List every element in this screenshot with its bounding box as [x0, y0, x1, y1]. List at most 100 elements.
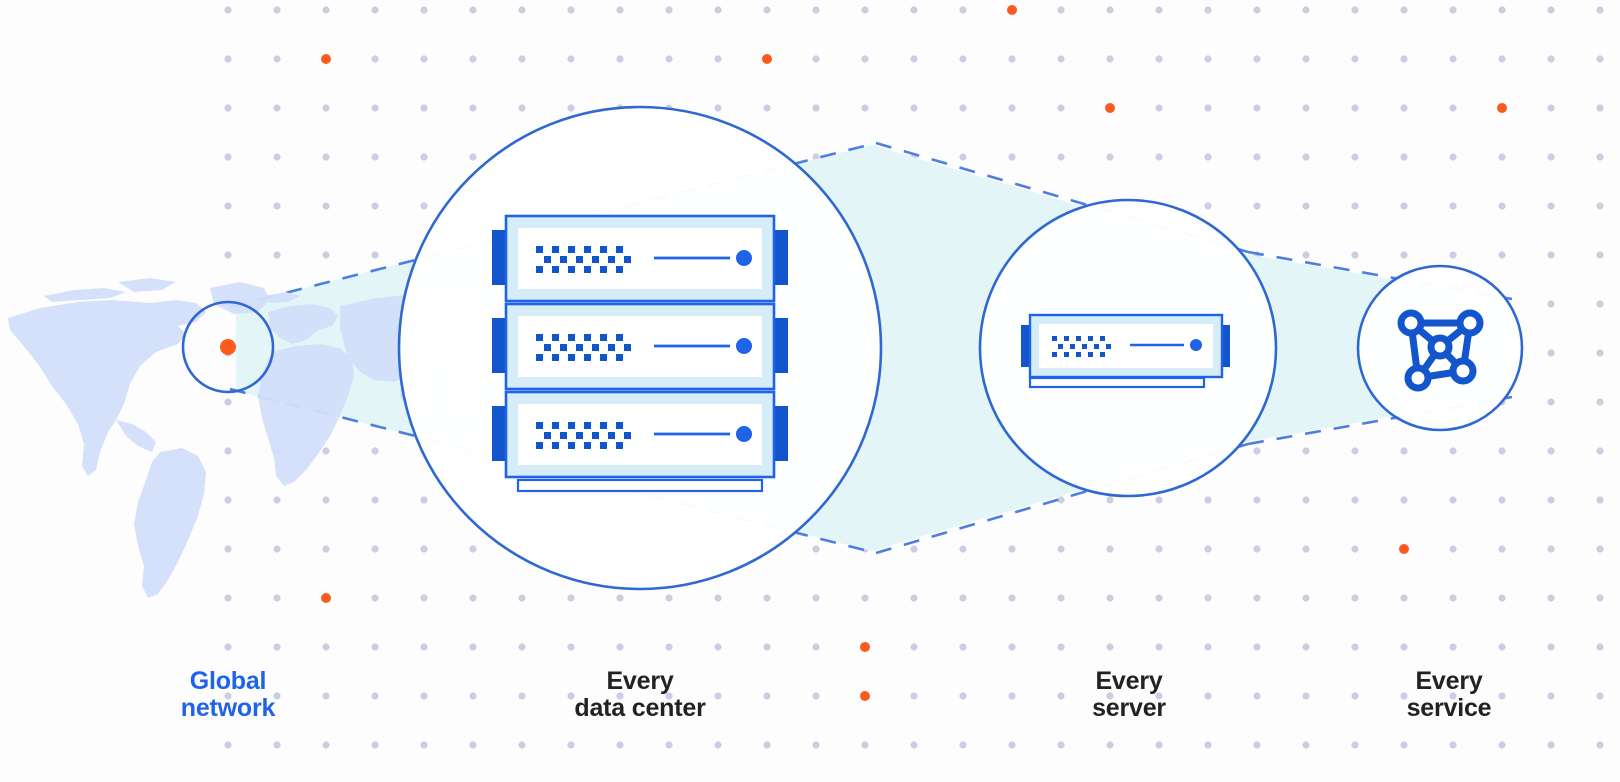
grid-dot — [1498, 202, 1506, 210]
grid-dot — [665, 692, 673, 700]
grid-dot — [1057, 643, 1065, 651]
grid-dot — [518, 104, 526, 112]
grid-dot — [224, 741, 232, 749]
grid-dot — [371, 741, 379, 749]
grid-dot — [224, 545, 232, 553]
grid-dot — [1498, 496, 1506, 504]
grid-dot — [273, 643, 281, 651]
grid-dot — [1253, 692, 1261, 700]
grid-dot — [1449, 447, 1457, 455]
server-rack-icon — [492, 214, 788, 493]
grid-dot — [959, 545, 967, 553]
grid-dot — [1498, 545, 1506, 553]
grid-dot — [371, 692, 379, 700]
grid-dot — [959, 55, 967, 63]
grid-dot — [1596, 300, 1604, 308]
grid-dot — [812, 741, 820, 749]
grid-dot — [420, 692, 428, 700]
grid-dot — [861, 6, 869, 14]
grid-dot — [420, 104, 428, 112]
server-unit-icon — [1021, 313, 1230, 389]
grid-dot — [224, 594, 232, 602]
grid-dot — [273, 55, 281, 63]
grid-dot — [518, 692, 526, 700]
grid-dot — [1008, 104, 1016, 112]
grid-dot — [224, 251, 232, 259]
grid-dot — [1498, 594, 1506, 602]
grid-dot — [1547, 545, 1555, 553]
grid-dot — [1204, 153, 1212, 161]
grid-dot — [763, 741, 771, 749]
grid-dot — [1155, 55, 1163, 63]
grid-dot — [371, 447, 379, 455]
grid-dot — [1449, 692, 1457, 700]
grid-dot-accent — [321, 54, 331, 64]
grid-dot — [273, 202, 281, 210]
grid-dot — [812, 643, 820, 651]
grid-dot — [1302, 692, 1310, 700]
grid-dot — [1106, 496, 1114, 504]
grid-dot — [1253, 55, 1261, 63]
grid-dot — [616, 594, 624, 602]
network-nodes-icon — [1397, 309, 1484, 392]
grid-dot — [1400, 104, 1408, 112]
grid-dot — [812, 104, 820, 112]
grid-dot — [1204, 545, 1212, 553]
grid-dot — [1057, 545, 1065, 553]
grid-dot — [1204, 692, 1212, 700]
grid-dot — [1253, 496, 1261, 504]
grid-dot — [273, 251, 281, 259]
grid-dot — [224, 202, 232, 210]
grid-dot — [371, 594, 379, 602]
grid-dot — [1008, 153, 1016, 161]
grid-dot — [567, 104, 575, 112]
grid-dot — [1449, 496, 1457, 504]
grid-dot — [371, 6, 379, 14]
grid-dot — [469, 692, 477, 700]
grid-dot — [1057, 153, 1065, 161]
grid-dot — [1498, 741, 1506, 749]
grid-dot — [1204, 643, 1212, 651]
grid-dot — [273, 6, 281, 14]
grid-dot — [1596, 398, 1604, 406]
grid-dot — [1351, 643, 1359, 651]
grid-dot — [1204, 104, 1212, 112]
grid-dot — [1106, 643, 1114, 651]
grid-dot — [273, 153, 281, 161]
grid-dot — [273, 741, 281, 749]
grid-dot — [1302, 202, 1310, 210]
grid-dot — [1547, 349, 1555, 357]
grid-dot — [1449, 55, 1457, 63]
grid-dot — [322, 692, 330, 700]
grid-dot — [1351, 251, 1359, 259]
grid-dot — [910, 55, 918, 63]
grid-dot — [1547, 496, 1555, 504]
grid-dot — [861, 594, 869, 602]
grid-dot — [1351, 447, 1359, 455]
grid-dot — [1498, 251, 1506, 259]
grid-dot — [714, 55, 722, 63]
grid-dot — [469, 55, 477, 63]
grid-dot — [371, 251, 379, 259]
grid-dot — [1253, 6, 1261, 14]
grid-dot — [1253, 643, 1261, 651]
grid-dot — [1547, 6, 1555, 14]
grid-dot — [910, 741, 918, 749]
grid-dot — [714, 104, 722, 112]
grid-dot — [763, 643, 771, 651]
grid-dot — [714, 594, 722, 602]
grid-dot — [1057, 6, 1065, 14]
grid-dot — [420, 496, 428, 504]
grid-dot — [1106, 6, 1114, 14]
grid-dot — [1596, 251, 1604, 259]
grid-dot — [1498, 153, 1506, 161]
grid-dot — [1449, 643, 1457, 651]
grid-dot — [616, 6, 624, 14]
grid-dot — [224, 104, 232, 112]
grid-dot — [1155, 496, 1163, 504]
map-zoom-circle — [181, 300, 275, 394]
grid-dot — [1498, 447, 1506, 455]
grid-dot — [1351, 55, 1359, 63]
grid-dot — [1008, 643, 1016, 651]
